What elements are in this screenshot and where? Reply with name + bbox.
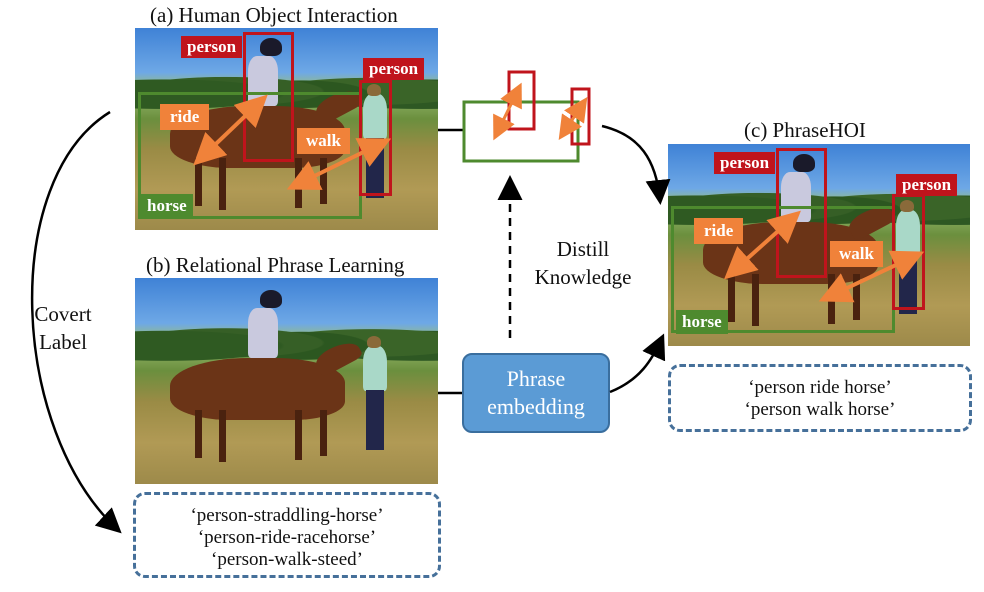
phrase-c-2: ‘person walk horse’ [744,399,896,420]
phrase-list-b: ‘person-straddling-horse’ ‘person-ride-r… [133,492,441,578]
photo-phrase-learning [135,278,438,484]
schematic-to-phrasehoi-arrow [601,124,671,205]
tag-horse-c: horse [676,310,728,334]
tag-person-walker-c: person [896,174,958,196]
ride-arrow-a [193,94,268,166]
walk-arrow-a [286,138,392,190]
caption-b: (b) Relational Phrase Learning [146,253,405,277]
phrase-b-2: ‘person-ride-racehorse’ [197,527,377,548]
phrase-list-c: ‘person ride horse’ ‘person walk horse’ [668,364,972,432]
covert-label-arrow [30,110,122,534]
walk-arrow-c [818,250,925,303]
phrase-b-3: ‘person-walk-steed’ [211,549,363,570]
phrase-c-1: ‘person ride horse’ [748,377,892,398]
covert-line1: Covert [34,302,92,326]
phrase-embedding-block: Phrase embedding [462,353,610,433]
distill-line2: Knowledge [534,265,632,289]
tag-person-walker-a: person [363,58,425,80]
schematic-horse-box [462,100,580,163]
phrase-b-1: ‘person-straddling-horse’ [190,505,384,526]
caption-c: (c) PhraseHOI [744,118,866,142]
covert-line2: Label [39,330,87,354]
caption-a: (a) Human Object Interaction [150,3,398,27]
tag-person-rider-c: person [714,152,776,174]
distill-line1: Distill [556,237,610,261]
distill-knowledge-text: Distill Knowledge [528,235,638,291]
ride-arrow-c [724,210,801,280]
embedding-line1: Phrase [506,366,566,391]
box-walker-a [359,80,392,196]
embedding-line2: embedding [487,394,585,419]
tag-horse-a: horse [141,194,193,218]
tag-person-rider-a: person [181,36,243,58]
covert-label-text: Covert Label [28,300,98,356]
embedding-to-phrasehoi-arrow [609,333,666,394]
